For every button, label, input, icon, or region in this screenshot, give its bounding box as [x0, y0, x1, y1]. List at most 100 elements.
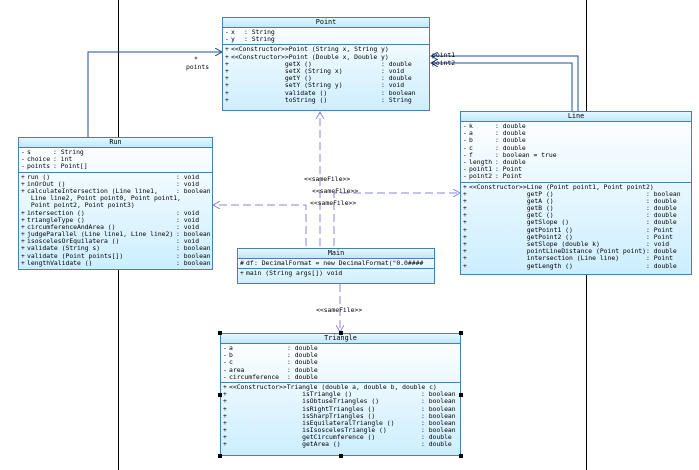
operation-row[interactable]: + getY (): double — [223, 74, 429, 83]
operation-vis: + — [463, 218, 467, 227]
operation-sig: <<Constructor>>Triangle (double a, doubl… — [229, 382, 437, 391]
operation-row[interactable]: + getPoint2 (): Point — [461, 233, 691, 241]
operation-row[interactable]: +calculateIntersection (Line line1,: boo… — [19, 187, 212, 195]
operation-sig: validate (Point points[]) — [27, 251, 124, 260]
attribute-row[interactable]: #df: DecimalFormat = new DecimalFormat("… — [238, 259, 434, 267]
operation-ret: : double — [381, 74, 412, 83]
operation-row[interactable]: + validate (): boolean — [223, 89, 429, 97]
operation-vis: + — [21, 208, 25, 217]
operation-row[interactable]: + getC (): double — [461, 212, 691, 219]
operation-row[interactable]: + getX (): double — [223, 60, 429, 68]
class-triangle[interactable]: Triangle-a: double-b: double-c: double-a… — [220, 333, 461, 456]
attribute-row[interactable]: -point2: Point — [461, 173, 691, 180]
class-run[interactable]: Run-s: String-choice: int-points: Point[… — [18, 137, 213, 270]
selection-handle[interactable] — [339, 331, 343, 335]
operation-row[interactable]: + intersection (Line line): Point — [461, 255, 691, 262]
operation-sig: getSlope () — [469, 218, 570, 227]
operation-row[interactable]: Point point2, Point point3) — [19, 202, 212, 209]
operation-row[interactable]: + getPoint1 (): Point — [461, 225, 691, 234]
operation-row[interactable]: +validate (String s): boolean — [19, 245, 212, 252]
selection-handle[interactable] — [218, 454, 222, 458]
attribute-row[interactable]: -c: double — [221, 359, 460, 366]
operation-vis: + — [225, 95, 229, 104]
operation-row[interactable]: + isIsoscelesTriangle (): boolean — [221, 426, 460, 434]
attribute-row[interactable]: -a: double — [461, 129, 691, 137]
association-line-point2 — [431, 63, 573, 111]
operation-row[interactable]: + setSlope (double k): void — [461, 240, 691, 248]
class-line[interactable]: Line-k: double-a: double-b: double-c: do… — [460, 111, 692, 275]
operation-row[interactable]: + getCircumference (): double — [221, 434, 460, 441]
class-point[interactable]: Point-x: String-y: String+<<Constructor>… — [222, 17, 430, 111]
operation-sig: getCircumference () — [229, 433, 376, 442]
attribute-vis: - — [223, 372, 227, 381]
operation-sig: <<Constructor>>Point (Double x, Double y… — [231, 52, 389, 61]
attribute-vis: # — [240, 259, 244, 267]
operation-row[interactable]: Line line2, Point point0, Point point1, — [19, 194, 212, 202]
operation-vis: + — [463, 225, 467, 234]
operation-row[interactable]: +<<Constructor>>Triangle (double a, doub… — [221, 382, 460, 391]
selection-handle[interactable] — [339, 454, 343, 458]
operation-row[interactable]: + getB (): double — [461, 204, 691, 212]
attribute-row[interactable]: -y: String — [223, 35, 429, 44]
attribute-type: : double — [287, 372, 318, 381]
attribute-row[interactable]: -area: double — [221, 365, 460, 374]
attribute-row[interactable]: -points: Point[] — [19, 163, 212, 170]
operation-row[interactable]: +triangleType (): void — [19, 215, 212, 224]
attribute-name: y — [231, 35, 235, 44]
operation-row[interactable]: +<<Constructor>>Point (String x, String … — [223, 46, 429, 53]
attribute-row[interactable]: -c: double — [461, 144, 691, 152]
attribute-row[interactable]: -point1: Point — [461, 165, 691, 173]
operation-row[interactable]: +run (): void — [19, 173, 212, 181]
operation-vis: + — [223, 433, 227, 442]
attribute-row[interactable]: -x: String — [223, 28, 429, 36]
class-title: Run — [19, 138, 212, 148]
attribute-row[interactable]: -length: double — [461, 158, 691, 166]
operation-row[interactable]: + setY (String y): void — [223, 82, 429, 89]
operation-row[interactable]: + getLength (): double — [461, 262, 691, 270]
selection-handle[interactable] — [459, 454, 463, 458]
operation-sig: getY () — [231, 74, 312, 83]
operation-row[interactable]: + isEquilateralTriangle (): boolean — [221, 419, 460, 427]
class-main[interactable]: Main#df: DecimalFormat = new DecimalForm… — [237, 248, 435, 284]
selection-handle[interactable] — [218, 393, 222, 397]
attribute-type: : double — [287, 365, 318, 374]
operation-row[interactable]: + getSlope (): double — [461, 219, 691, 226]
operation-row[interactable]: + isSharpTriangles (): boolean — [221, 412, 460, 420]
operation-row[interactable]: + getA (): double — [461, 197, 691, 205]
operation-row[interactable]: +<<Constructor>>Line (Point point1, Poin… — [461, 183, 691, 191]
operation-row[interactable]: + setX (String x): void — [223, 67, 429, 75]
operation-ret: : double — [646, 247, 677, 256]
attribute-row[interactable]: -f: boolean = true — [461, 151, 691, 159]
operation-row[interactable]: + isRightTriangles (): boolean — [221, 405, 460, 413]
operation-row[interactable]: +isoscelesOrEquilatera (): void — [19, 238, 212, 245]
operation-vis: + — [21, 215, 25, 224]
operation-vis: + — [225, 45, 229, 54]
operation-row[interactable]: +judgeParallel (Line line1, Line line2):… — [19, 230, 212, 238]
operation-sig: intersection (Line line) — [469, 254, 620, 263]
operation-row[interactable]: +lengthValidate (): boolean — [19, 259, 212, 267]
operation-row[interactable]: + getArea (): double — [221, 441, 460, 448]
operation-row[interactable]: + pointLineDistance (Point point): doubl… — [461, 247, 691, 256]
operation-row[interactable]: + isTriangle (): boolean — [221, 390, 460, 398]
attribute-row[interactable]: -b: double — [221, 351, 460, 359]
operation-row[interactable]: +intersection (): void — [19, 208, 212, 217]
operation-row[interactable]: +main (String args[]) void — [238, 269, 434, 277]
attribute-type: : String — [53, 148, 84, 156]
operation-row[interactable]: + toString (): String — [223, 95, 429, 104]
attribute-row[interactable]: -a: double — [221, 344, 460, 352]
operation-row[interactable]: +inOrOut (): void — [19, 180, 212, 188]
operation-row[interactable]: + getP (): boolean — [461, 190, 691, 198]
attribute-row[interactable]: -circumference: double — [221, 372, 460, 381]
attribute-row[interactable]: -s: String — [19, 148, 212, 156]
attribute-row[interactable]: -k: double — [461, 122, 691, 130]
operation-row[interactable]: +validate (Point points[]): boolean — [19, 251, 212, 260]
operation-row[interactable]: + isObtuseTriangles (): boolean — [221, 398, 460, 405]
selection-handle[interactable] — [218, 331, 222, 335]
attribute-row[interactable]: -choice: int — [19, 155, 212, 164]
operation-row[interactable]: +<<Constructor>>Point (Double x, Double … — [223, 52, 429, 61]
selection-handle[interactable] — [459, 393, 463, 397]
attribute-name: choice — [27, 155, 51, 164]
selection-handle[interactable] — [459, 331, 463, 335]
operation-row[interactable]: +circumferenceAndArea (): void — [19, 223, 212, 231]
attribute-row[interactable]: -b: double — [461, 137, 691, 144]
